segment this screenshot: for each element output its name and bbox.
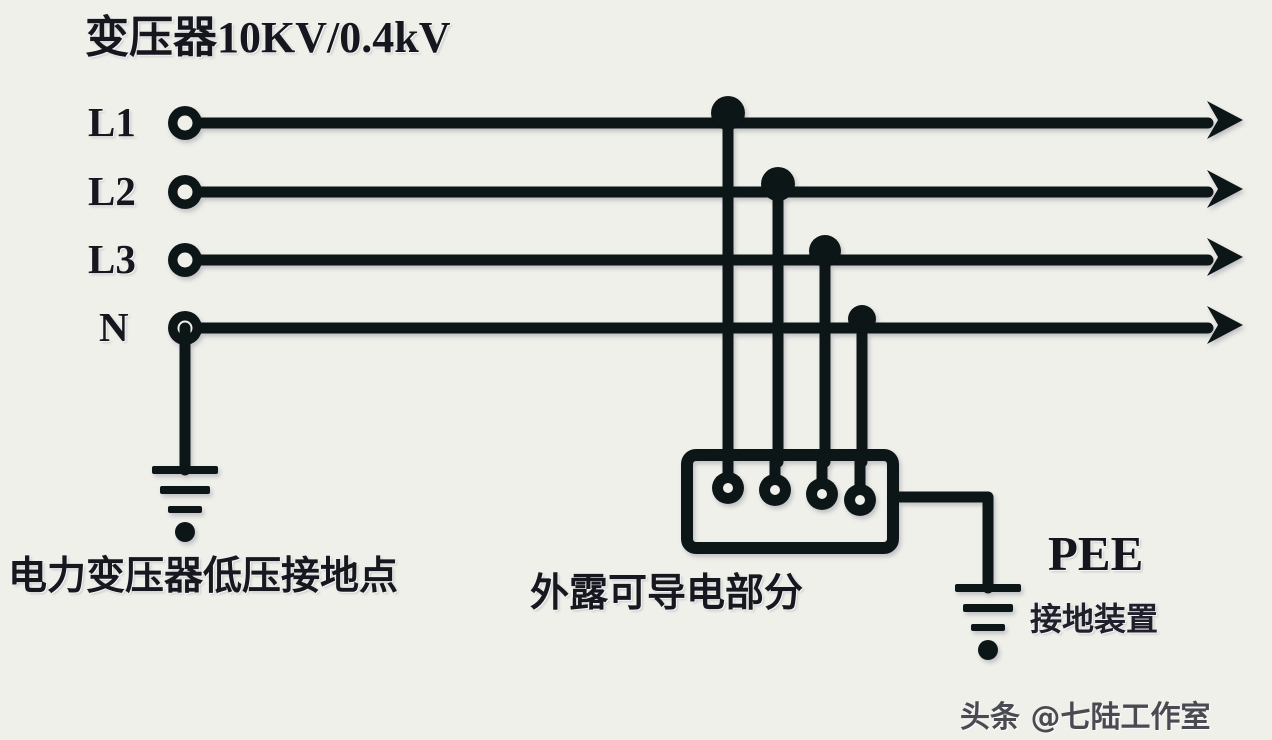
terminal-l3-hole bbox=[177, 252, 193, 268]
ground-icon-earthing-device bbox=[955, 584, 1021, 660]
box-terminal-l3-hole bbox=[817, 489, 827, 499]
pee-ground-wire bbox=[887, 491, 994, 594]
pee-earthing-lead bbox=[887, 491, 994, 594]
earthing-device-ground-symbol bbox=[955, 584, 1021, 660]
box-terminal-l1-hole bbox=[723, 483, 733, 493]
transformer-lv-ground-symbol bbox=[152, 466, 218, 542]
terminal-l2-hole bbox=[177, 184, 193, 200]
wiring-group bbox=[152, 96, 1243, 660]
box-terminal-l2-hole bbox=[770, 485, 780, 495]
junction-dots bbox=[711, 96, 876, 333]
box-terminal-n-hole bbox=[855, 495, 865, 505]
junction-dot-n bbox=[848, 305, 876, 333]
terminal-l1-hole bbox=[177, 115, 193, 131]
watermark: 头条 @七陆工作室 bbox=[960, 700, 1211, 735]
junction-dot-l2 bbox=[761, 167, 795, 201]
caption-exposed-conductive-part: 外露可导电部分 bbox=[530, 571, 804, 616]
phase-label-l1: L1 bbox=[88, 99, 136, 145]
caption-transformer-ground: 电力变压器低压接地点 bbox=[8, 554, 399, 599]
page-title: 变压器10KV/0.4kV bbox=[85, 13, 451, 62]
bus-arrowheads bbox=[1207, 101, 1243, 344]
tap-drop-lines bbox=[722, 112, 868, 506]
enclosure-terminals bbox=[712, 472, 876, 516]
phase-label-l2: L2 bbox=[88, 168, 136, 214]
bus-lines bbox=[179, 117, 1214, 334]
caption-earthing-device: 接地装置 bbox=[1030, 600, 1159, 638]
junction-dot-l1 bbox=[711, 96, 745, 130]
phase-label-n: N bbox=[99, 304, 129, 350]
junction-dot-l3 bbox=[809, 235, 841, 267]
source-terminals bbox=[168, 106, 202, 345]
caption-pee: PEE bbox=[1048, 526, 1144, 581]
phase-label-l3: L3 bbox=[88, 236, 136, 282]
ground-icon-transformer bbox=[152, 466, 218, 542]
